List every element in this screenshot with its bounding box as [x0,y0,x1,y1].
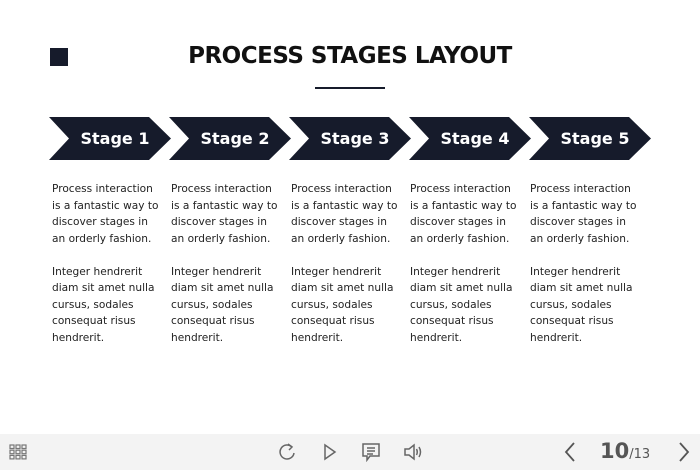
page-counter: 10/13 [600,439,650,463]
stage-detail: Integer hendrerit diam sit amet nulla cu… [171,265,274,344]
menu-grid-icon[interactable] [8,434,28,470]
stage-1-text: Process interaction is a fantastic way t… [52,181,162,346]
stage-desc: Process interaction is a fantastic way t… [291,183,398,245]
next-slide-icon[interactable] [674,434,694,470]
decorative-square [50,48,68,66]
current-page: 10 [600,439,630,463]
stage-4-chevron: Stage 4 [409,117,531,160]
replay-icon[interactable] [278,434,298,470]
title-underline [315,87,385,89]
stage-detail: Integer hendrerit diam sit amet nulla cu… [530,265,633,344]
stage-desc: Process interaction is a fantastic way t… [530,183,637,245]
page-title: PROCESS STAGES LAYOUT [188,43,512,69]
stage-1-chevron: Stage 1 [49,117,171,160]
stage-2-text: Process interaction is a fantastic way t… [171,181,281,346]
stage-desc: Process interaction is a fantastic way t… [171,183,278,245]
volume-icon[interactable] [402,434,424,470]
play-icon[interactable] [320,434,340,470]
stage-3-chevron: Stage 3 [289,117,411,160]
stage-5-chevron: Stage 5 [529,117,651,160]
stage-desc: Process interaction is a fantastic way t… [410,183,517,245]
previous-slide-icon[interactable] [560,434,580,470]
stage-3-text: Process interaction is a fantastic way t… [291,181,401,346]
stage-detail: Integer hendrerit diam sit amet nulla cu… [52,265,155,344]
stage-5-text: Process interaction is a fantastic way t… [530,181,640,346]
stage-2-chevron: Stage 2 [169,117,291,160]
total-pages: /13 [629,447,651,462]
player-toolbar [0,434,700,470]
stage-detail: Integer hendrerit diam sit amet nulla cu… [291,265,394,344]
stage-4-text: Process interaction is a fantastic way t… [410,181,520,346]
stage-detail: Integer hendrerit diam sit amet nulla cu… [410,265,513,344]
stage-desc: Process interaction is a fantastic way t… [52,183,159,245]
captions-icon[interactable] [361,434,381,470]
